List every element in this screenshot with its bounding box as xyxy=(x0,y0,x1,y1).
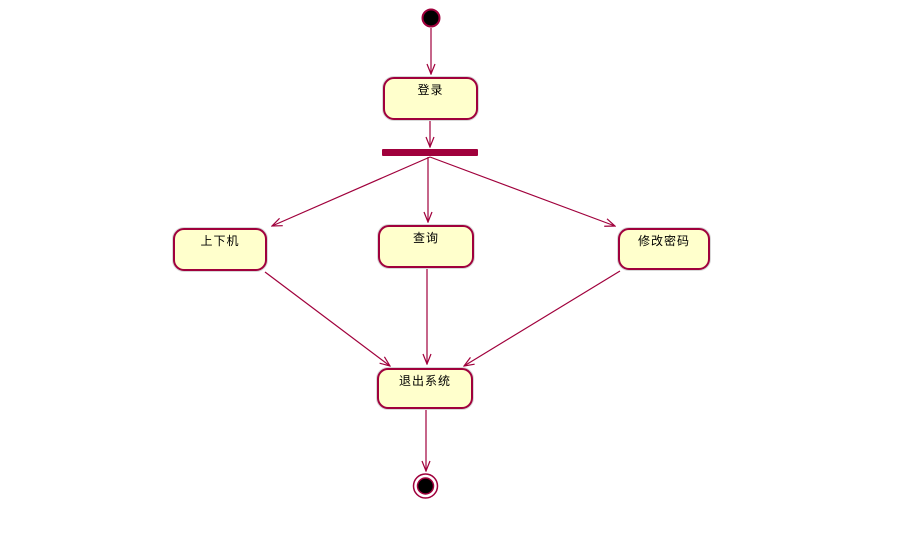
state-machine-on-off[interactable]: 上下机 xyxy=(173,228,267,271)
state-query[interactable]: 查询 xyxy=(378,225,474,268)
state-query-label: 查询 xyxy=(412,231,439,245)
edge-machine-on-off-to-exit xyxy=(264,271,390,366)
edge-fork-to-change-password xyxy=(429,156,615,226)
state-machine-on-off-label: 上下机 xyxy=(200,234,240,248)
state-login[interactable]: 登录 xyxy=(383,77,478,120)
state-change-password-label: 修改密码 xyxy=(637,234,690,248)
state-change-password[interactable]: 修改密码 xyxy=(618,228,710,270)
final-state-inner-dot xyxy=(416,477,435,495)
fork-bar[interactable] xyxy=(382,149,478,156)
state-exit-system[interactable]: 退出系统 xyxy=(377,368,473,409)
edge-change-password-to-exit xyxy=(464,270,621,366)
initial-state-node[interactable] xyxy=(421,8,441,28)
state-exit-system-label: 退出系统 xyxy=(398,374,451,388)
state-login-label: 登录 xyxy=(417,83,444,97)
edge-fork-to-machine-on-off xyxy=(272,156,431,226)
